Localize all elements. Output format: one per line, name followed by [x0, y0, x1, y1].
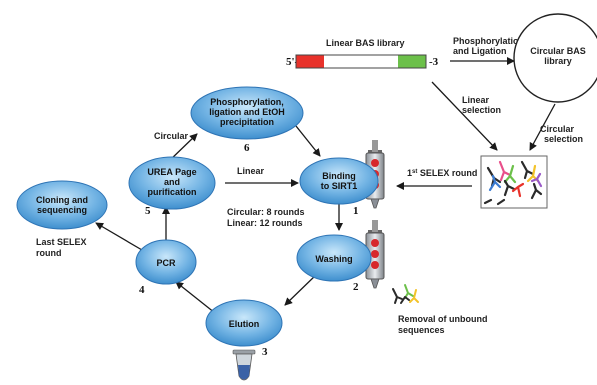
- syringe-washing: [365, 220, 385, 289]
- node-phosphorylation: Phosphorylation, ligation and EtOH preci…: [190, 86, 304, 140]
- aptamer-pool-box: [480, 155, 548, 209]
- step-number-1: 1: [353, 205, 359, 217]
- cloning-node-line1: Cloning and: [36, 195, 88, 205]
- pcr-node-label: PCR: [156, 258, 176, 268]
- node-pcr: PCR: [135, 239, 197, 285]
- linear-library-title: Linear BAS library: [326, 38, 405, 48]
- elution-node-label: Elution: [229, 319, 260, 329]
- first-round-label: 1st SELEX round: [407, 168, 477, 178]
- arrow-washing-to-elution: [284, 272, 319, 306]
- elution-tube-icon: [232, 349, 256, 381]
- phos-ligation-label-2: and Ligation: [453, 46, 507, 56]
- library-green-segment: [398, 55, 426, 68]
- step-number-4: 4: [139, 284, 145, 296]
- linear-selection-label-2: selection: [462, 105, 501, 115]
- binding-node-line2: to SIRT1: [321, 181, 358, 191]
- step-number-6: 6: [244, 142, 250, 154]
- arrow-circular-selection: [529, 103, 556, 151]
- urea-node-line2: and: [164, 177, 180, 187]
- linear-selection-label-1: Linear: [462, 95, 490, 105]
- circular-library-label-1: Circular BAS: [530, 46, 586, 56]
- unbound-sequences-icon: [392, 284, 419, 304]
- phos-node-line2: ligation and EtOH: [209, 107, 285, 117]
- node-urea-page: UREA Page and purification: [128, 156, 216, 210]
- step-number-2: 2: [353, 281, 359, 293]
- library-red-segment: [296, 55, 324, 68]
- node-cloning: Cloning and sequencing: [16, 180, 108, 230]
- step-number-5: 5: [145, 205, 151, 217]
- last-round-label-1: Last SELEX: [36, 237, 87, 247]
- node-elution: Elution: [205, 299, 283, 347]
- removal-label-2: sequences: [398, 325, 445, 335]
- urea-node-line1: UREA Page: [147, 167, 196, 177]
- phos-node-line3: precipitation: [220, 117, 274, 127]
- last-round-label-2: round: [36, 248, 62, 258]
- phos-ligation-label-1: Phosphorylation: [453, 36, 524, 46]
- circular-selection-label-2: selection: [544, 134, 583, 144]
- arrow-elution-to-pcr: [175, 281, 216, 314]
- rounds-circular-label: Circular: 8 rounds: [227, 207, 305, 217]
- washing-node-label: Washing: [315, 254, 352, 264]
- phos-node-line1: Phosphorylation,: [210, 97, 284, 107]
- circular-edge-label: Circular: [154, 131, 189, 141]
- circular-library-circle: [513, 13, 597, 103]
- rounds-linear-label: Linear: 12 rounds: [227, 218, 303, 228]
- cloning-node-line2: sequencing: [37, 205, 87, 215]
- node-binding: Binding to SIRT1: [299, 157, 379, 205]
- step-number-3: 3: [262, 346, 268, 358]
- circular-library-label-2: library: [544, 56, 572, 66]
- arrow-phos-to-binding: [295, 125, 321, 157]
- linear-edge-label: Linear: [237, 166, 265, 176]
- node-washing: Washing: [296, 234, 372, 282]
- five-prime-label: 5'-: [286, 56, 299, 68]
- three-prime-label: -3: [429, 56, 439, 68]
- removal-label-1: Removal of unbound: [398, 314, 488, 324]
- arrow-linear-selection: [431, 81, 498, 151]
- arrow-pcr-to-cloning: [95, 222, 143, 251]
- binding-node-line1: Binding: [322, 171, 356, 181]
- circular-selection-label-1: Circular: [540, 124, 575, 134]
- urea-node-line3: purification: [148, 187, 197, 197]
